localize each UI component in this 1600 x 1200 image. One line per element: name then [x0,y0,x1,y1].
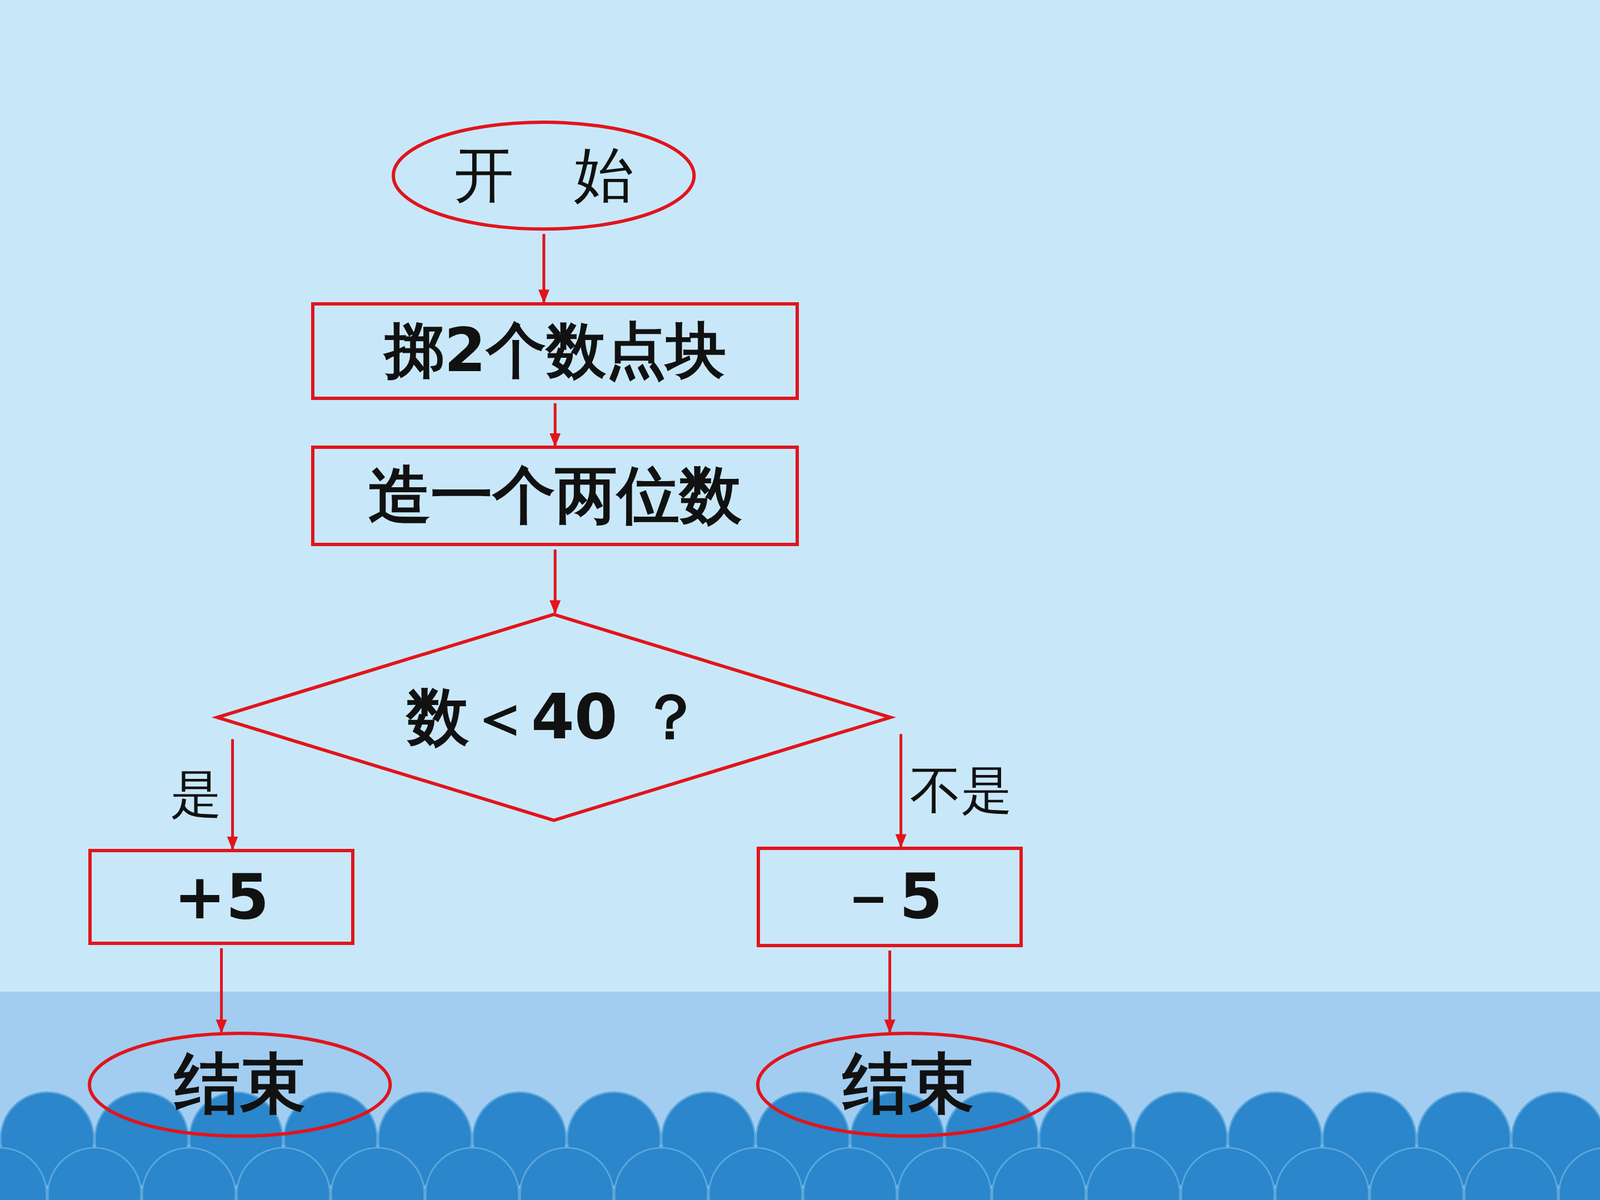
decision-diamond: 数＜40 ？ [215,612,893,823]
node-text: 结束 [842,1040,974,1129]
branch-label: 不是 [906,762,1016,819]
node-text: 开 始 [453,135,634,217]
node-text: +5 [173,860,270,933]
process-box: +5 [88,848,355,945]
connector-arrow [553,403,557,446]
start-terminal: 开 始 [391,120,696,231]
node-text: 造一个两位数 [368,453,742,538]
node-text: 数＜40 ？ [406,675,702,760]
node-text: －5 [837,855,943,939]
connector-arrow [553,549,557,613]
wave-row [0,1141,1600,1200]
branch-label: 是 [167,766,225,823]
node-text: 掷2个数点块 [384,310,727,392]
node-text: 结束 [174,1040,306,1129]
connector-arrow [231,739,234,850]
sea-band [0,991,1600,1200]
process-box: －5 [756,846,1023,948]
connector-arrow [899,733,903,847]
end-terminal: 结束 [87,1031,392,1138]
process-box: 掷2个数点块 [311,302,799,400]
end-terminal: 结束 [756,1031,1060,1138]
connector-arrow [220,948,223,1033]
connector-arrow [888,950,892,1033]
process-box: 造一个两位数 [311,445,799,547]
connector-arrow [542,233,545,303]
